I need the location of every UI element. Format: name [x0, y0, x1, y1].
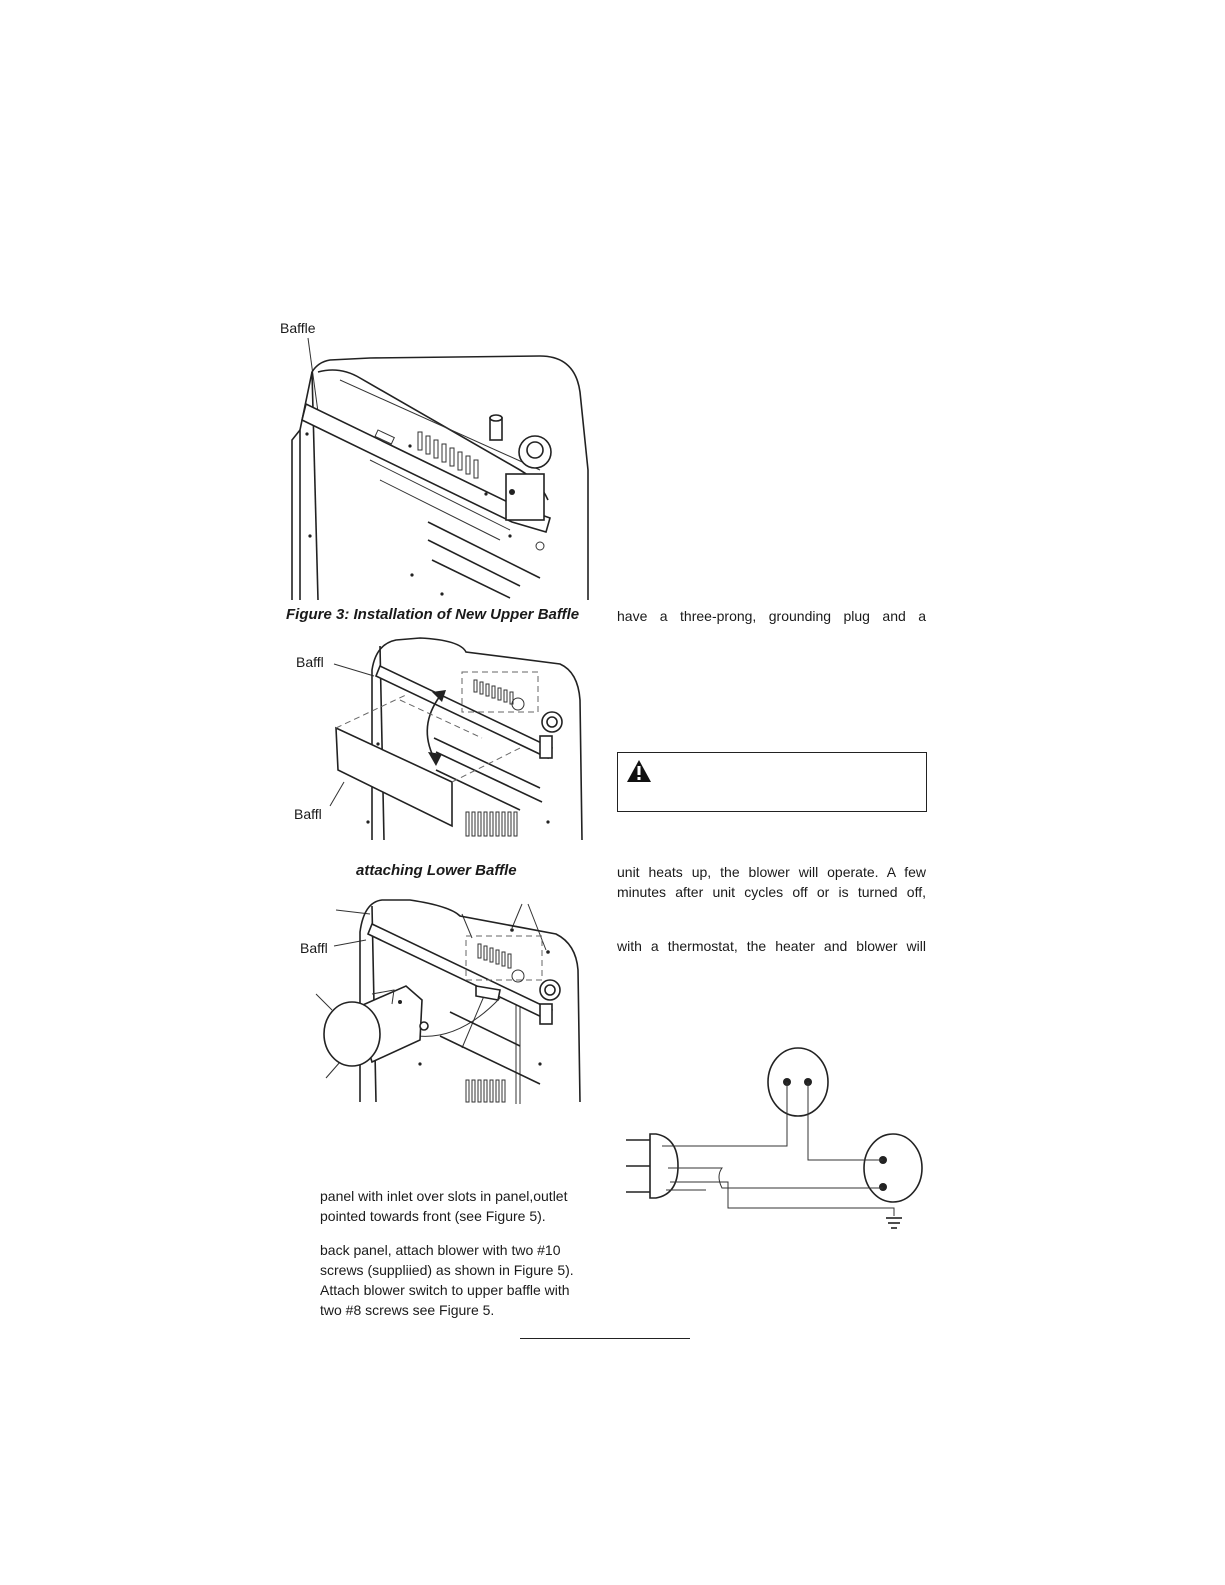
right-text-line-1: have a three-prong, grounding plug and a	[617, 608, 926, 624]
figure4-baffle-label-bottom: Baffl	[294, 806, 322, 822]
figure3-caption: Figure 3: Installation of New Upper Baff…	[286, 606, 580, 623]
blower-motor-symbol	[863, 1133, 923, 1203]
step-text-2-line-4: two #8 screws see Figure 5.	[320, 1302, 495, 1318]
step-text-2-line-1: back panel, attach blower with two #10	[320, 1242, 561, 1258]
figure4-caption: attaching Lower Baffle	[356, 862, 517, 879]
step-text-1-line-1: panel with inlet over slots in panel,out…	[320, 1188, 568, 1204]
footer-rule	[520, 1338, 690, 1339]
right-text-line-3: minutes after unit cycles off or is turn…	[617, 884, 926, 900]
figure3-baffle-label: Baffle	[280, 320, 316, 336]
warning-box	[617, 752, 927, 812]
right-text-line-2: unit heats up, the blower will operate. …	[617, 864, 926, 880]
step-text-1-line-2: pointed towards front (see Figure 5).	[320, 1208, 546, 1224]
blower-switch-symbol	[767, 1047, 829, 1117]
figure5-baffle-label: Baffl	[300, 940, 328, 956]
step-text-2-line-2: screws (suppliied) as shown in Figure 5)…	[320, 1262, 574, 1278]
step-text-2-line-3: Attach blower switch to upper baffle wit…	[320, 1282, 570, 1298]
right-text-line-4: with a thermostat, the heater and blower…	[617, 938, 926, 954]
figure4-baffle-label-top: Baffl	[296, 654, 324, 670]
plug-symbol	[649, 1133, 679, 1199]
warning-triangle-icon	[627, 760, 651, 782]
